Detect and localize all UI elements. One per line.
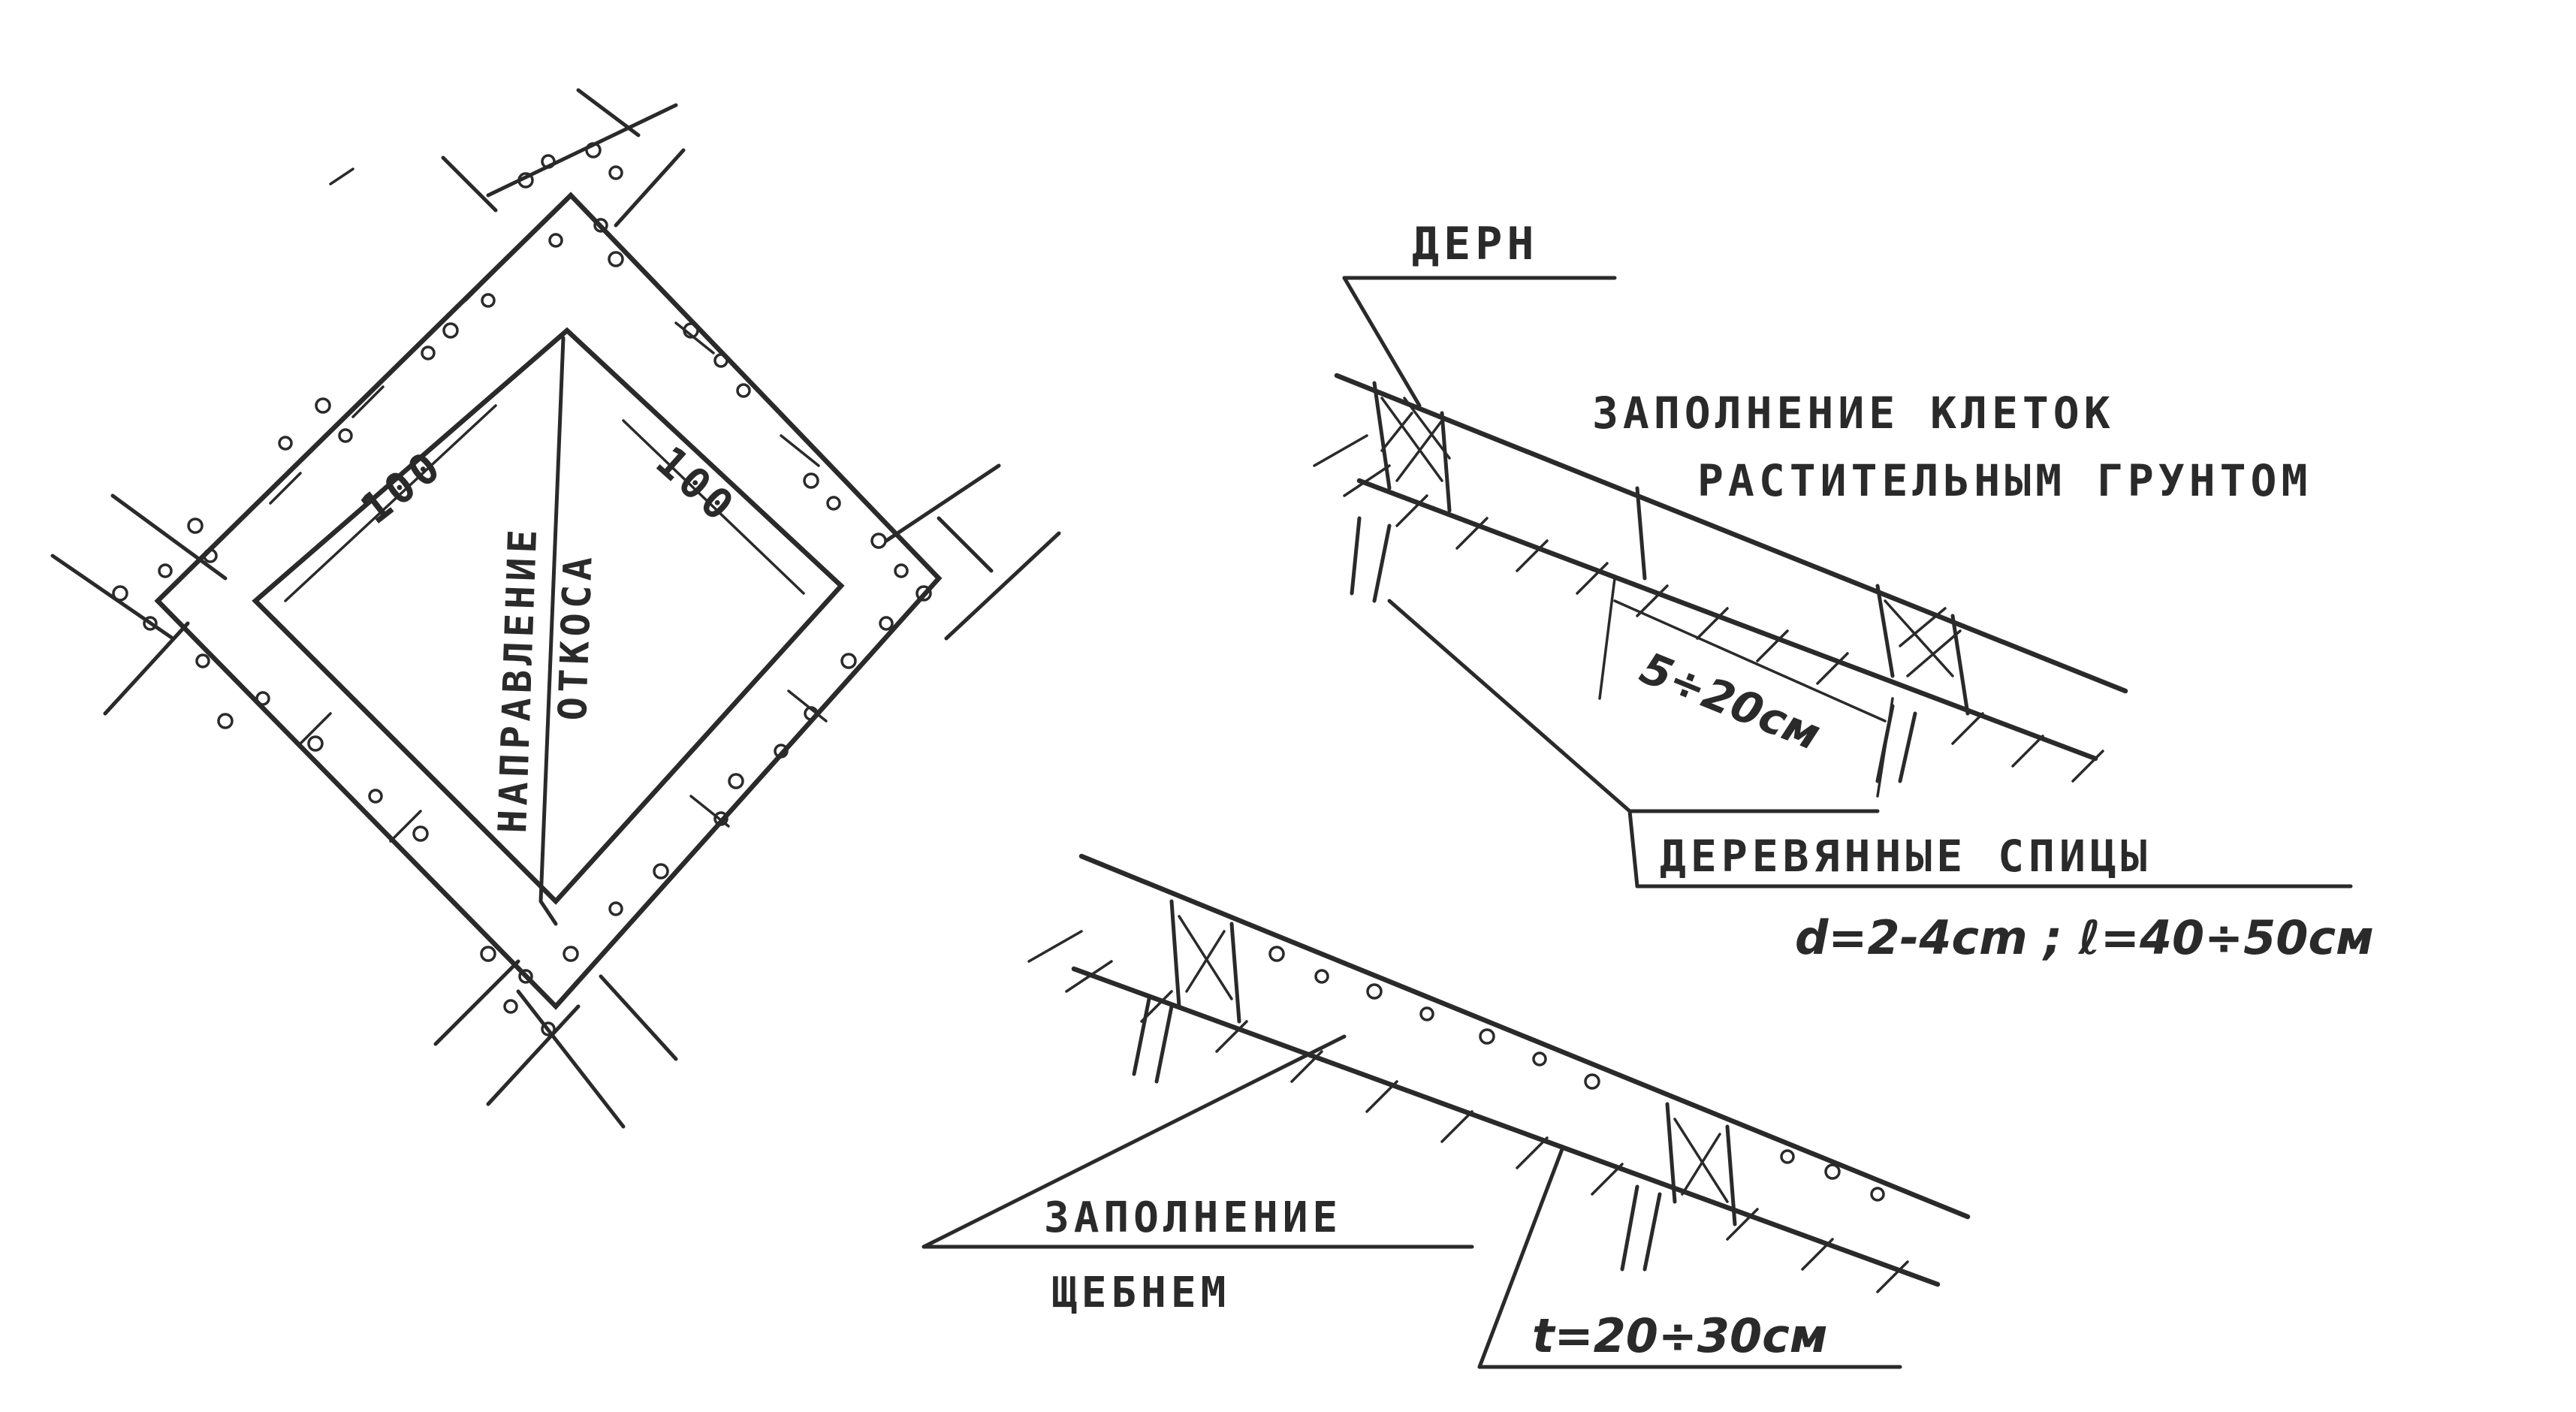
dim-label-left: 100 xyxy=(352,440,453,534)
turf-leader-slant xyxy=(1342,276,1422,408)
slope-surface-top xyxy=(1334,373,2128,694)
peg-dims-label: d=2-4cm ; ℓ=40÷50см xyxy=(1795,910,2374,965)
strip-ends xyxy=(50,88,1061,1129)
diamond-outer-edge xyxy=(154,192,943,1010)
turf-label: ДЕРН xyxy=(1412,218,1539,270)
thickness-label: t=20÷30см xyxy=(1532,1308,1828,1363)
gap-dim-line xyxy=(1613,599,1887,723)
fill-cells-label-line2: РАСТИТЕЛЬНЫМ ГРУНТОМ xyxy=(1697,455,2312,506)
gravel-surface-bottom xyxy=(1071,966,1941,1287)
band-ticks xyxy=(269,269,828,843)
gravel-surface-top xyxy=(1078,853,1971,1220)
slope-direction-line xyxy=(538,336,566,904)
diamond-cell-plan: 100 100 НАПРАВЛЕНИЕ ОТКОСА xyxy=(50,88,1061,1129)
fill-cells-label-line1: ЗАПОЛНЕНИЕ КЛЕТОК xyxy=(1592,388,2115,439)
gravel-fill-section: ЗАПОЛНЕНИЕ ЩЕБНЕМ t=20÷30см xyxy=(922,853,1971,1369)
fill-gravel-label-line2: ЩЕБНЕМ xyxy=(1051,1269,1230,1317)
dim-label-right: 100 xyxy=(647,437,746,533)
wooden-pegs-label: ДЕРЕВЯННЫЕ СПИЦЫ xyxy=(1660,831,2152,882)
soil-fill-section: ДЕРН xyxy=(1313,218,2374,965)
thickness-leader-slant xyxy=(1477,1147,1564,1369)
slope-direction-word2: ОТКОСА xyxy=(550,552,602,722)
dim-line-right xyxy=(622,419,805,595)
band-dots xyxy=(112,142,932,1036)
fill-gravel-label-line1: ЗАПОЛНЕНИЕ xyxy=(1044,1193,1342,1242)
gravel-leader-slant xyxy=(922,1034,1347,1249)
slope-surface-bottom xyxy=(1356,478,2098,762)
slope-direction-word1: НАПРАВЛЕНИЕ xyxy=(490,524,546,834)
turf-block-hatch xyxy=(1380,397,1962,677)
diamond-inner-edge xyxy=(252,327,845,905)
ground-hatch xyxy=(1313,434,2104,783)
pegs-leader-slant xyxy=(1387,599,1632,813)
dim-line-left xyxy=(284,404,497,602)
gap-dim-label: 5÷20см xyxy=(1633,642,1828,760)
gravel-dots xyxy=(1268,946,1885,1202)
